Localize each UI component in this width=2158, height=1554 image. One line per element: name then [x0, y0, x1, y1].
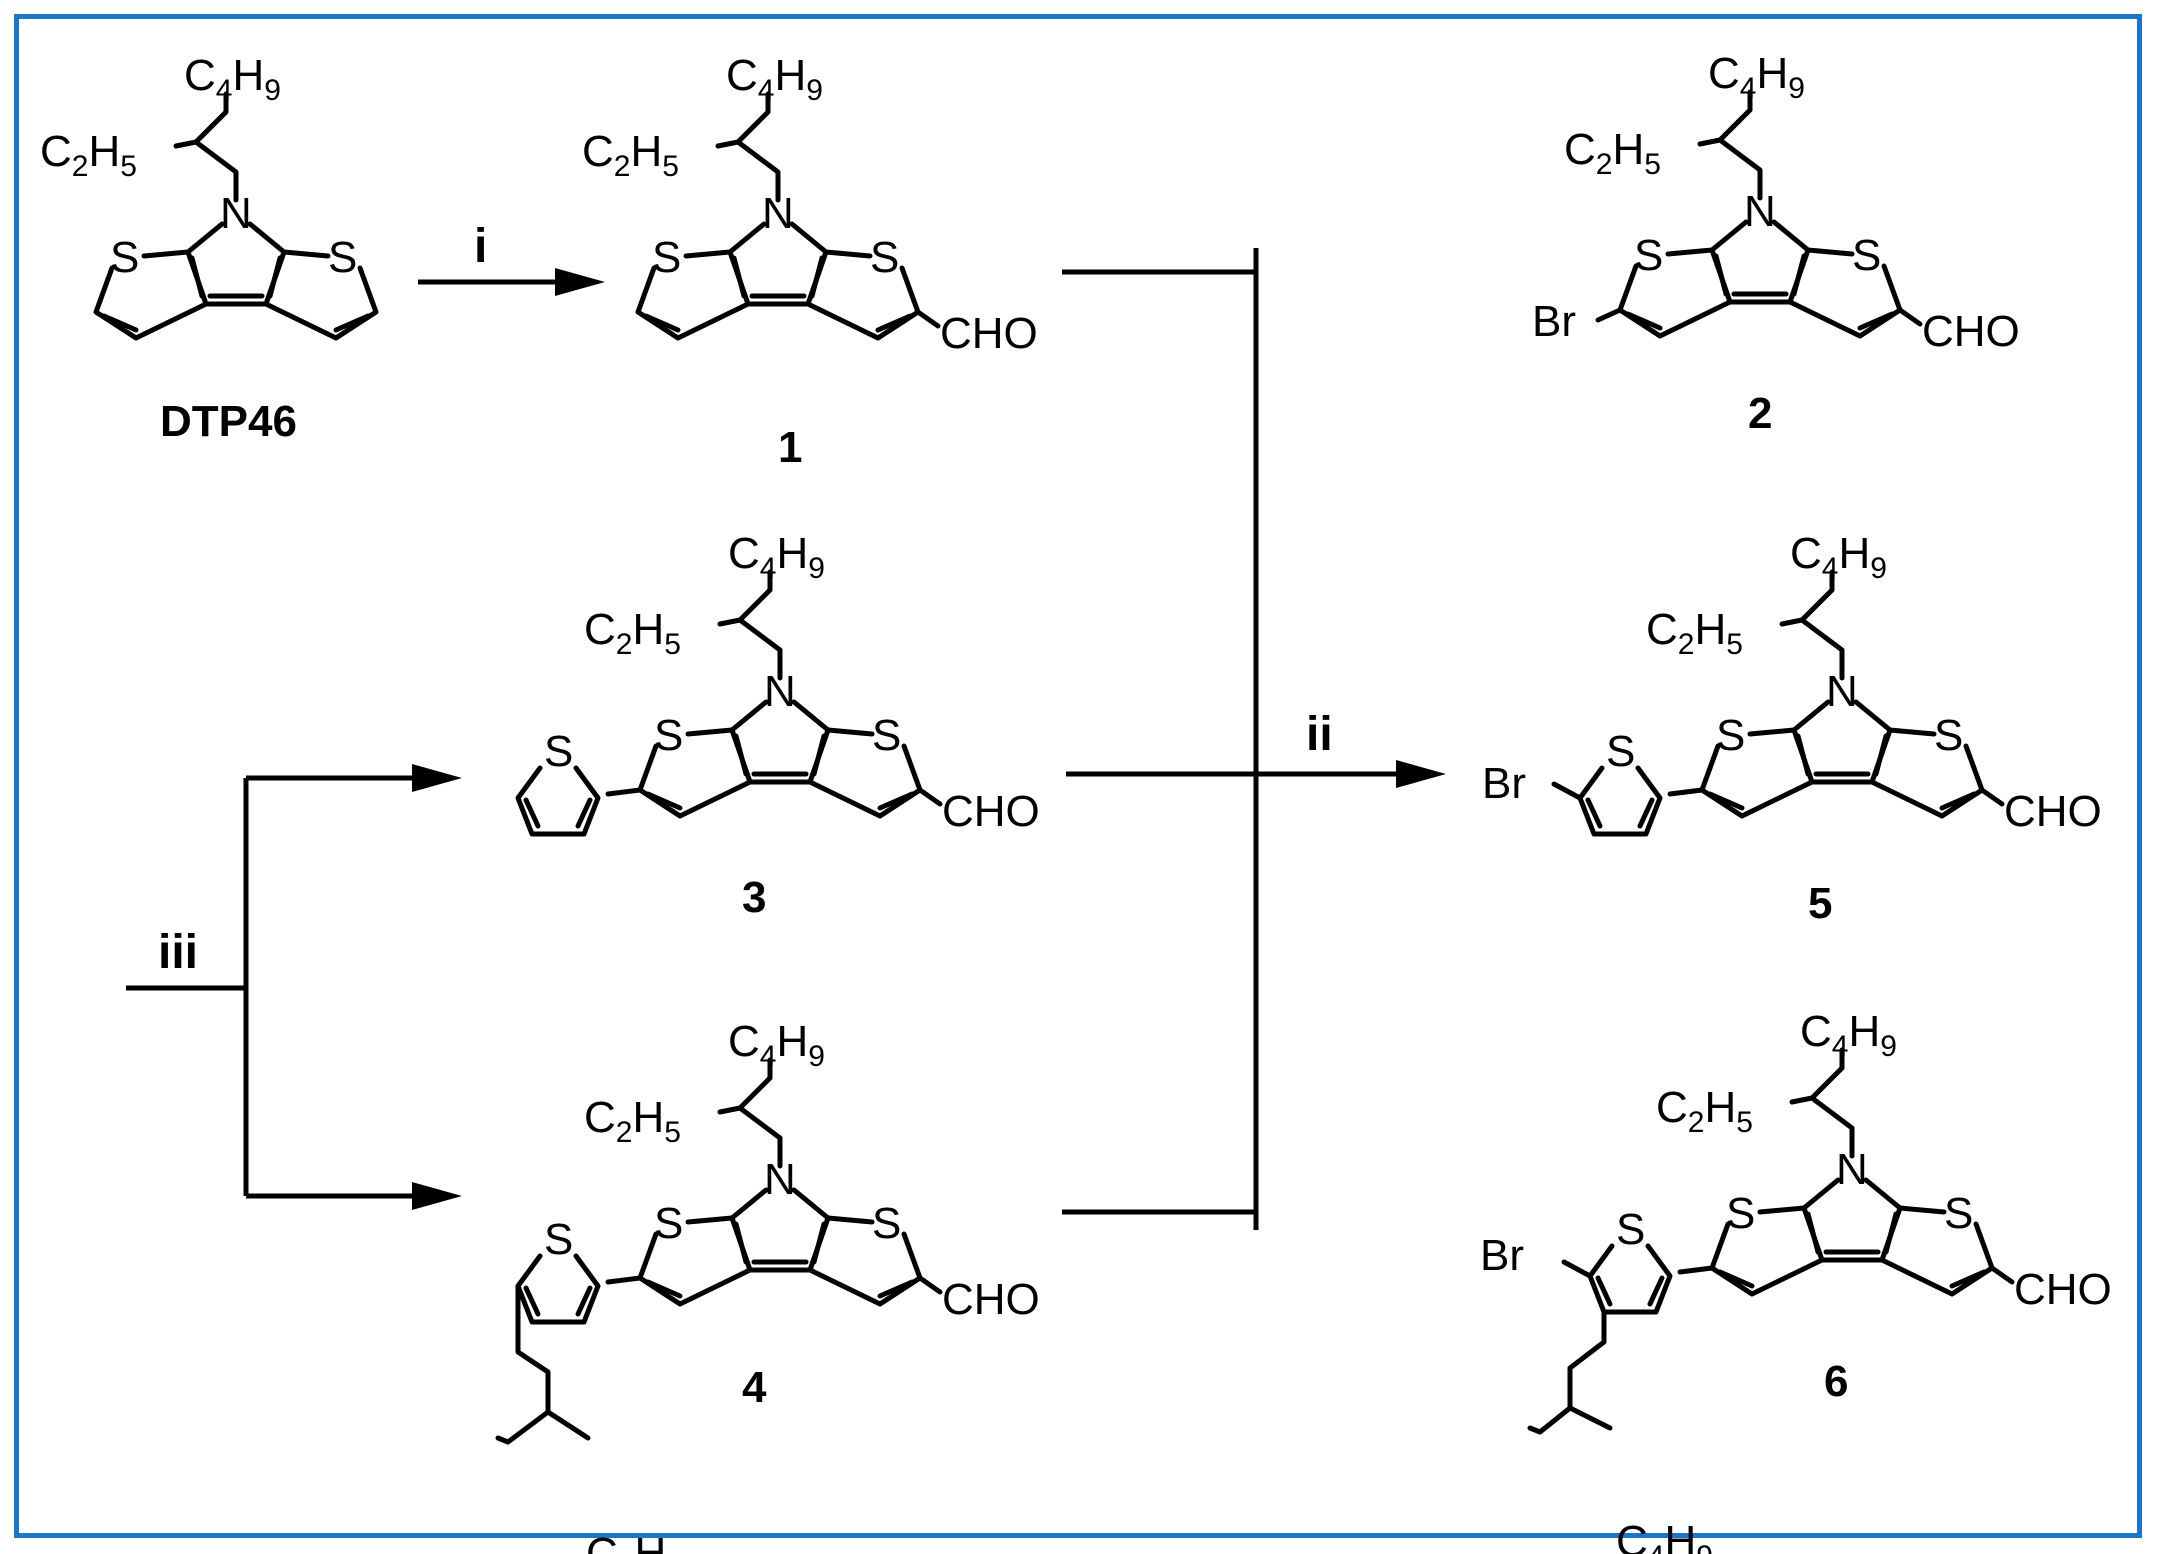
ethyl-label: C2H5 — [1656, 1083, 1753, 1139]
sulfur-atom: S — [652, 233, 681, 282]
arrowhead-icon — [1396, 760, 1446, 788]
bromine-label: Br — [1532, 297, 1576, 346]
label-compound-3: 3 — [742, 873, 766, 922]
butyl-label: C4H9 — [1616, 1517, 1713, 1554]
step-label-i: i — [474, 220, 487, 273]
arrowhead-icon — [412, 1182, 462, 1210]
compound-6-structure: N S S CHO C2H5 C4H9 S Br C6H13 C4H9 — [1480, 1007, 2112, 1554]
butyl-label: C4H9 — [1708, 49, 1805, 105]
step-label-ii: ii — [1306, 708, 1333, 761]
aldehyde-label: CHO — [942, 1275, 1040, 1324]
sulfur-atom: S — [1726, 1189, 1755, 1238]
compound-3-structure: N S S CHO C2H5 C4H9 S — [518, 529, 1040, 836]
ethyl-label: C2H5 — [40, 127, 137, 183]
aldehyde-label: CHO — [942, 787, 1040, 836]
branch-lines-step-iii — [126, 775, 416, 1199]
bromine-label: Br — [1482, 759, 1526, 808]
sulfur-atom: S — [1716, 711, 1745, 760]
label-compound-5: 5 — [1808, 879, 1832, 928]
bromine-label: Br — [1480, 1231, 1524, 1280]
sulfur-atom: S — [328, 233, 357, 282]
label-compound-1: 1 — [778, 423, 802, 472]
label-compound-4: 4 — [742, 1363, 767, 1412]
label-compound-6: 6 — [1824, 1357, 1848, 1406]
butyl-label: C4H9 — [1800, 1007, 1897, 1063]
sulfur-atom: S — [544, 727, 573, 776]
butyl-label: C4H9 — [586, 1529, 683, 1554]
ethyl-label: C2H5 — [1646, 605, 1743, 661]
sulfur-atom: S — [1616, 1205, 1645, 1254]
sulfur-atom: S — [544, 1215, 573, 1264]
nitrogen-atom: N — [220, 189, 252, 238]
ethyl-label: C2H5 — [584, 1093, 681, 1149]
sulfur-atom: S — [110, 233, 139, 282]
ethyl-label: C2H5 — [1564, 125, 1661, 181]
label-dtp46: DTP46 — [160, 397, 297, 446]
compound-2-structure: N S S CHO Br C2H5 C4H9 — [1532, 49, 2020, 356]
nitrogen-atom: N — [764, 1155, 796, 1204]
sulfur-atom: S — [1634, 231, 1663, 280]
step-label-iii: iii — [158, 926, 198, 979]
nitrogen-atom: N — [764, 667, 796, 716]
nitrogen-atom: N — [1826, 667, 1858, 716]
butyl-label: C4H9 — [184, 51, 281, 107]
sulfur-atom: S — [872, 711, 901, 760]
aldehyde-label: CHO — [2014, 1265, 2112, 1314]
aldehyde-label: CHO — [1922, 307, 2020, 356]
butyl-label: C4H9 — [1790, 529, 1887, 585]
arrowhead-icon — [555, 268, 605, 296]
label-compound-2: 2 — [1748, 389, 1772, 438]
ethyl-label: C2H5 — [582, 127, 679, 183]
compound-4-structure: N S S CHO C2H5 C4H9 S C6H13 C4H9 — [495, 1017, 1040, 1554]
butyl-label: C4H9 — [726, 51, 823, 107]
compound-5-structure: N S S CHO C2H5 C4H9 S Br — [1482, 529, 2102, 836]
arrowhead-icon — [412, 764, 462, 792]
sulfur-atom: S — [1606, 727, 1635, 776]
nitrogen-atom: N — [1744, 187, 1776, 236]
compound-1-structure: N S S CHO C2H5 C4H9 — [582, 51, 1038, 358]
sulfur-atom: S — [1934, 711, 1963, 760]
sulfur-atom: S — [1852, 231, 1881, 280]
convergence-lines — [1062, 248, 1400, 1230]
ethyl-label: C2H5 — [584, 605, 681, 661]
sulfur-atom: S — [870, 233, 899, 282]
aldehyde-label: CHO — [2004, 787, 2102, 836]
sulfur-atom: S — [654, 711, 683, 760]
dtp46-structure: N S S C2H5 C4H9 — [40, 51, 376, 338]
sulfur-atom: S — [872, 1199, 901, 1248]
sulfur-atom: S — [1944, 1189, 1973, 1238]
butyl-label: C4H9 — [728, 529, 825, 585]
nitrogen-atom: N — [762, 189, 794, 238]
aldehyde-label: CHO — [940, 309, 1038, 358]
sulfur-atom: S — [654, 1199, 683, 1248]
butyl-label: C4H9 — [728, 1017, 825, 1073]
nitrogen-atom: N — [1836, 1145, 1868, 1194]
